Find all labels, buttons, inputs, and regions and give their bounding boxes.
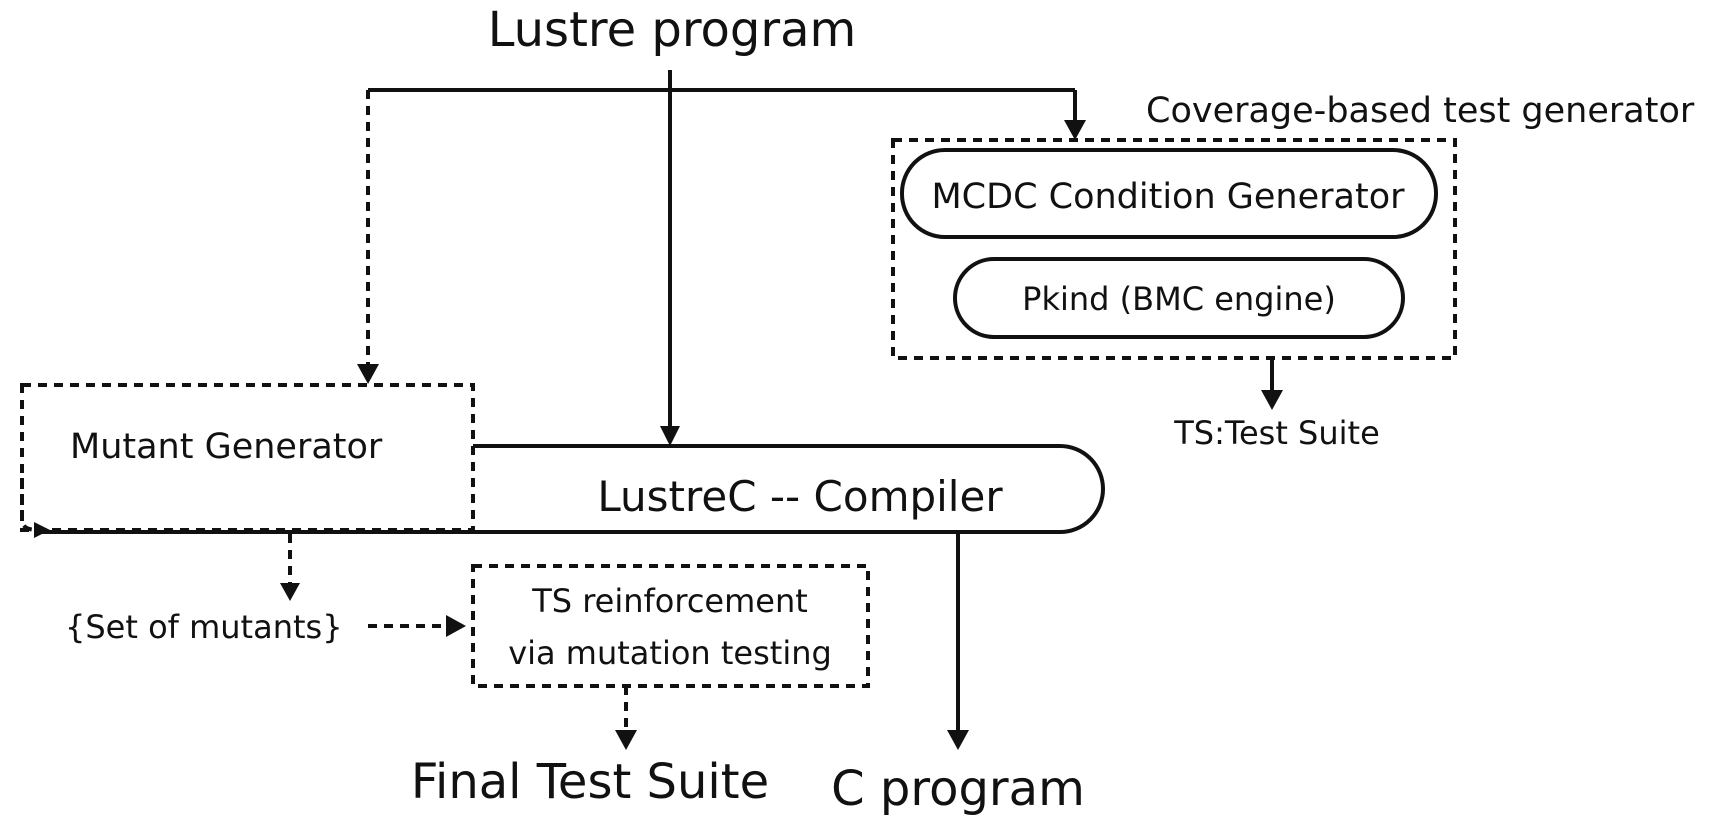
final-test-suite-label: Final Test Suite	[411, 754, 769, 810]
reinforcement-box	[471, 564, 870, 688]
arrowhead-set-of-mutants	[280, 583, 300, 601]
pkind-label: Pkind (BMC engine)	[1022, 280, 1336, 318]
arrowhead-reinforcement	[446, 615, 466, 637]
compiler-box	[38, 444, 1105, 534]
compiler-label: LustreC -- Compiler	[597, 472, 1003, 521]
mcdc-generator-label: MCDC Condition Generator	[931, 177, 1405, 217]
lustre-program-label: Lustre program	[488, 2, 857, 58]
mutant-generator-box	[20, 383, 475, 532]
arrowhead-mutant-generator	[357, 364, 379, 384]
pkind-box	[953, 257, 1405, 339]
mutant-generator-label: Mutant Generator	[70, 427, 383, 467]
c-program-label: C program	[831, 761, 1085, 817]
arrowhead-mutant-loop	[34, 522, 50, 538]
arrowhead-c-program	[947, 730, 969, 750]
arrowhead-coverage	[1064, 120, 1086, 140]
test-suite-label: TS:Test Suite	[1173, 414, 1380, 452]
arrowhead-compiler	[660, 426, 680, 446]
edge-mutant-loop	[20, 478, 39, 532]
arrowhead-final-test-suite	[615, 730, 637, 750]
set-of-mutants-label: {Set of mutants}	[65, 608, 343, 646]
coverage-group-label: Coverage-based test generator	[1146, 91, 1695, 131]
mcdc-generator-box	[900, 148, 1438, 239]
coverage-group-box	[891, 138, 1457, 360]
reinforcement-label-line1: TS reinforcement	[531, 582, 808, 620]
reinforcement-label-line2: via mutation testing	[508, 634, 832, 672]
arrowhead-test-suite	[1261, 390, 1283, 410]
